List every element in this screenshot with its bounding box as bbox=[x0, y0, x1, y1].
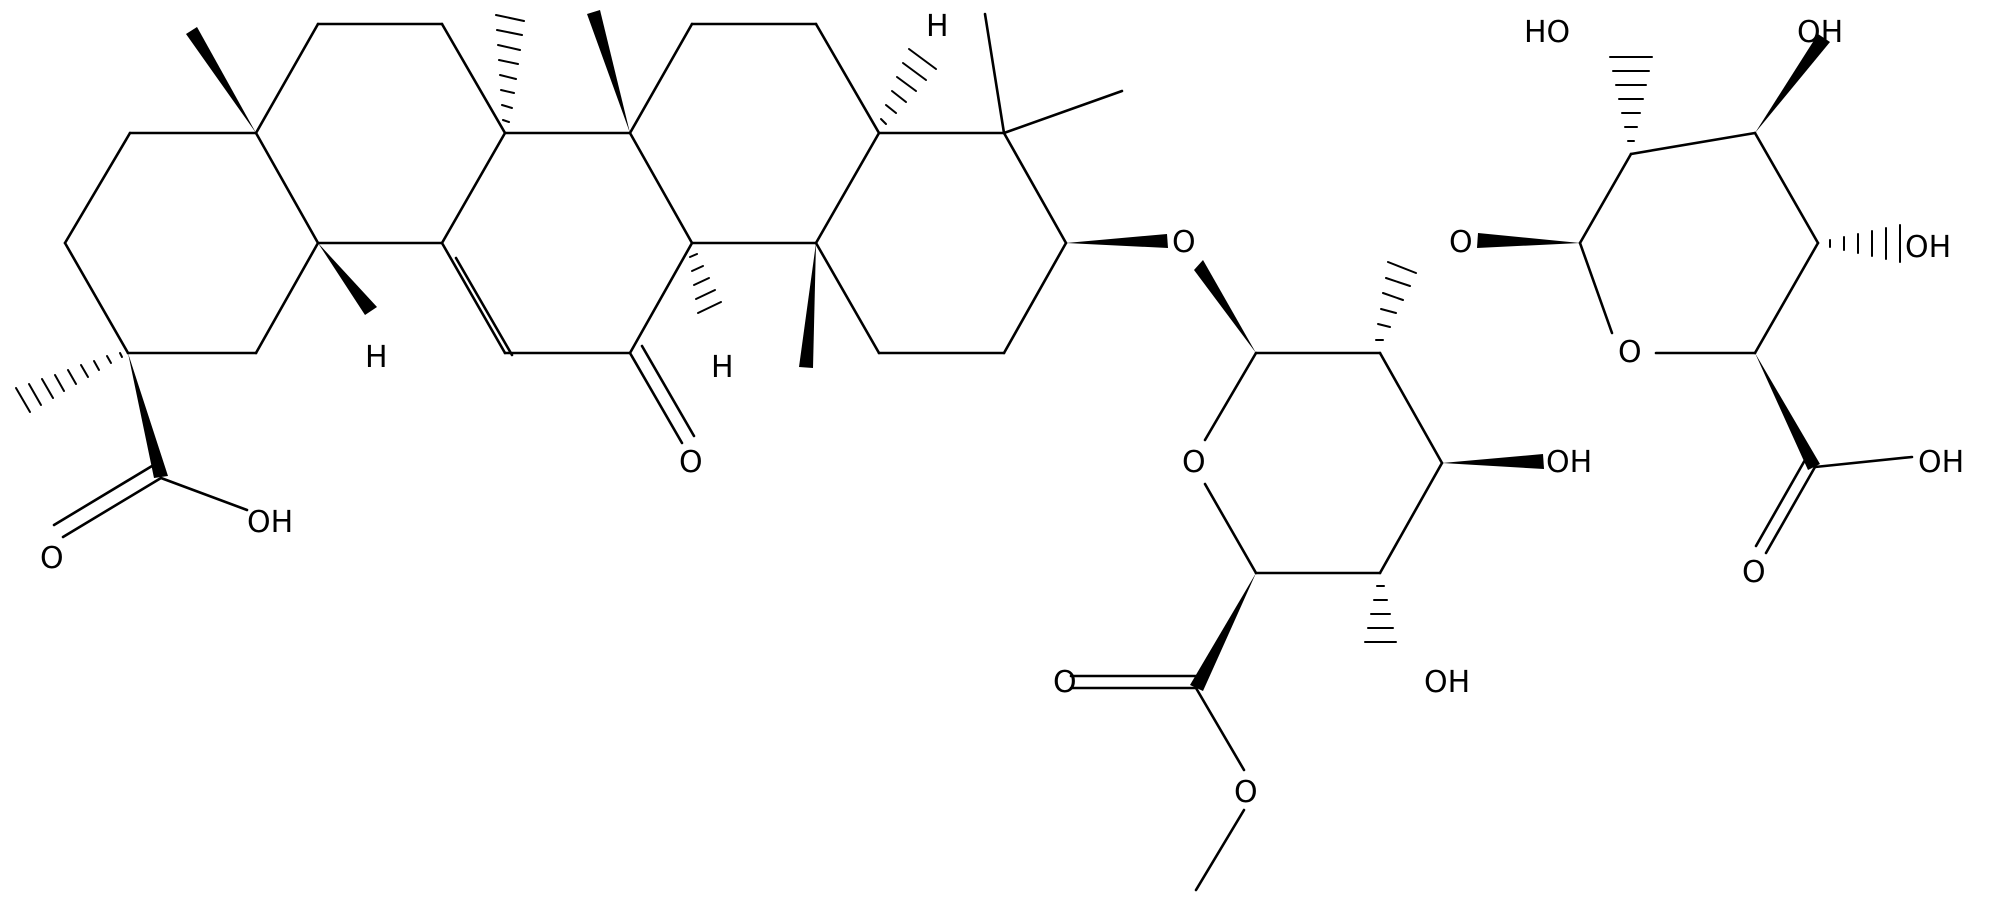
wedge-bond bbox=[186, 27, 256, 133]
hashed-bond bbox=[1829, 224, 1901, 263]
wedge-bond bbox=[1755, 353, 1820, 470]
wedge-bond bbox=[1066, 234, 1168, 248]
wedge-bond bbox=[1477, 233, 1580, 248]
acid-hydroxyl-label: OH bbox=[247, 505, 293, 540]
bond bbox=[1002, 241, 1068, 355]
wedge-bond bbox=[1442, 454, 1544, 469]
hashed-bond bbox=[1364, 585, 1397, 643]
bond bbox=[1753, 241, 1820, 355]
bond bbox=[254, 241, 320, 355]
bond bbox=[1578, 152, 1633, 245]
bond bbox=[628, 351, 684, 445]
bond bbox=[440, 131, 507, 245]
bond bbox=[1378, 351, 1444, 465]
acid-carbonyl-oxygen-label: O bbox=[40, 541, 64, 576]
double-bond-inner bbox=[454, 256, 514, 357]
bond bbox=[1002, 89, 1124, 135]
bond bbox=[1813, 455, 1914, 469]
bond bbox=[1194, 686, 1246, 772]
hashed-bond bbox=[15, 352, 123, 413]
double-bond bbox=[1754, 458, 1807, 548]
hydroxyl-label: HO bbox=[1524, 15, 1570, 50]
bond bbox=[63, 241, 130, 355]
ring-e bbox=[814, 131, 1068, 355]
wedge-bond bbox=[128, 353, 168, 478]
acid-hydroxyl-label: OH bbox=[1918, 445, 1964, 480]
hashed-bond bbox=[1609, 56, 1653, 142]
ring-oxygen-label: O bbox=[1618, 335, 1642, 370]
bond bbox=[440, 241, 507, 355]
wedge-bond bbox=[1755, 34, 1830, 133]
bond bbox=[1578, 241, 1614, 335]
bond bbox=[254, 22, 320, 135]
bond bbox=[814, 131, 881, 245]
bond bbox=[254, 131, 320, 245]
bond bbox=[1002, 131, 1068, 245]
bond bbox=[814, 241, 881, 355]
bond bbox=[159, 476, 249, 512]
hashed-bond bbox=[1375, 261, 1417, 341]
hydrogen-label: H bbox=[365, 340, 388, 375]
aglycone-substituents bbox=[15, 10, 1168, 539]
acid-carbonyl-oxygen-label: O bbox=[1742, 555, 1766, 590]
ring-c bbox=[440, 131, 694, 357]
double-bond bbox=[640, 344, 696, 438]
bond bbox=[1753, 131, 1820, 245]
double-bond bbox=[52, 464, 154, 527]
wedge-bond bbox=[1190, 573, 1256, 691]
bond bbox=[61, 476, 163, 539]
ring-oxygen-label: O bbox=[1182, 445, 1206, 480]
bond bbox=[1629, 131, 1757, 156]
hydroxyl-label: OH bbox=[1546, 445, 1592, 480]
bond bbox=[1378, 461, 1444, 575]
ring-a bbox=[63, 131, 320, 355]
glycosidic-oxygen-label: O bbox=[1172, 225, 1196, 260]
wedge-bond bbox=[318, 243, 377, 315]
hashed-bond bbox=[880, 48, 937, 125]
bond bbox=[63, 131, 132, 245]
hydroxyl-label: OH bbox=[1424, 665, 1470, 700]
wedge-bond bbox=[799, 243, 816, 368]
wedge-bond bbox=[1194, 260, 1256, 353]
wedge-bond bbox=[587, 10, 630, 133]
bond bbox=[1194, 808, 1246, 892]
bond bbox=[1764, 465, 1817, 555]
sugar-ring-1 bbox=[1069, 260, 1544, 892]
bond bbox=[628, 241, 694, 355]
atom-labels: H H H O O OH O O O O OH OH O O HO OH OH … bbox=[40, 9, 1964, 810]
bond bbox=[440, 22, 507, 135]
ring-b bbox=[254, 22, 507, 245]
sugar-ring-2 bbox=[1477, 34, 1914, 555]
ester-carbonyl-oxygen-label: O bbox=[1053, 665, 1077, 700]
hydrogen-label: H bbox=[926, 9, 949, 44]
hydroxyl-label: OH bbox=[1797, 15, 1843, 50]
bond bbox=[1203, 351, 1258, 442]
bond bbox=[1203, 482, 1258, 575]
bond bbox=[628, 22, 694, 135]
hashed-bond bbox=[689, 253, 722, 314]
ester-oxygen-label: O bbox=[1234, 775, 1258, 810]
glycosidic-oxygen-label: O bbox=[1449, 225, 1473, 260]
ketone-oxygen-label: O bbox=[679, 445, 703, 480]
hashed-bond bbox=[495, 14, 525, 123]
bond bbox=[814, 22, 881, 135]
hydroxyl-label: OH bbox=[1905, 230, 1951, 265]
bond bbox=[628, 131, 694, 245]
ring-d bbox=[628, 22, 881, 245]
bond bbox=[983, 12, 1006, 135]
hydrogen-label: H bbox=[711, 350, 734, 385]
